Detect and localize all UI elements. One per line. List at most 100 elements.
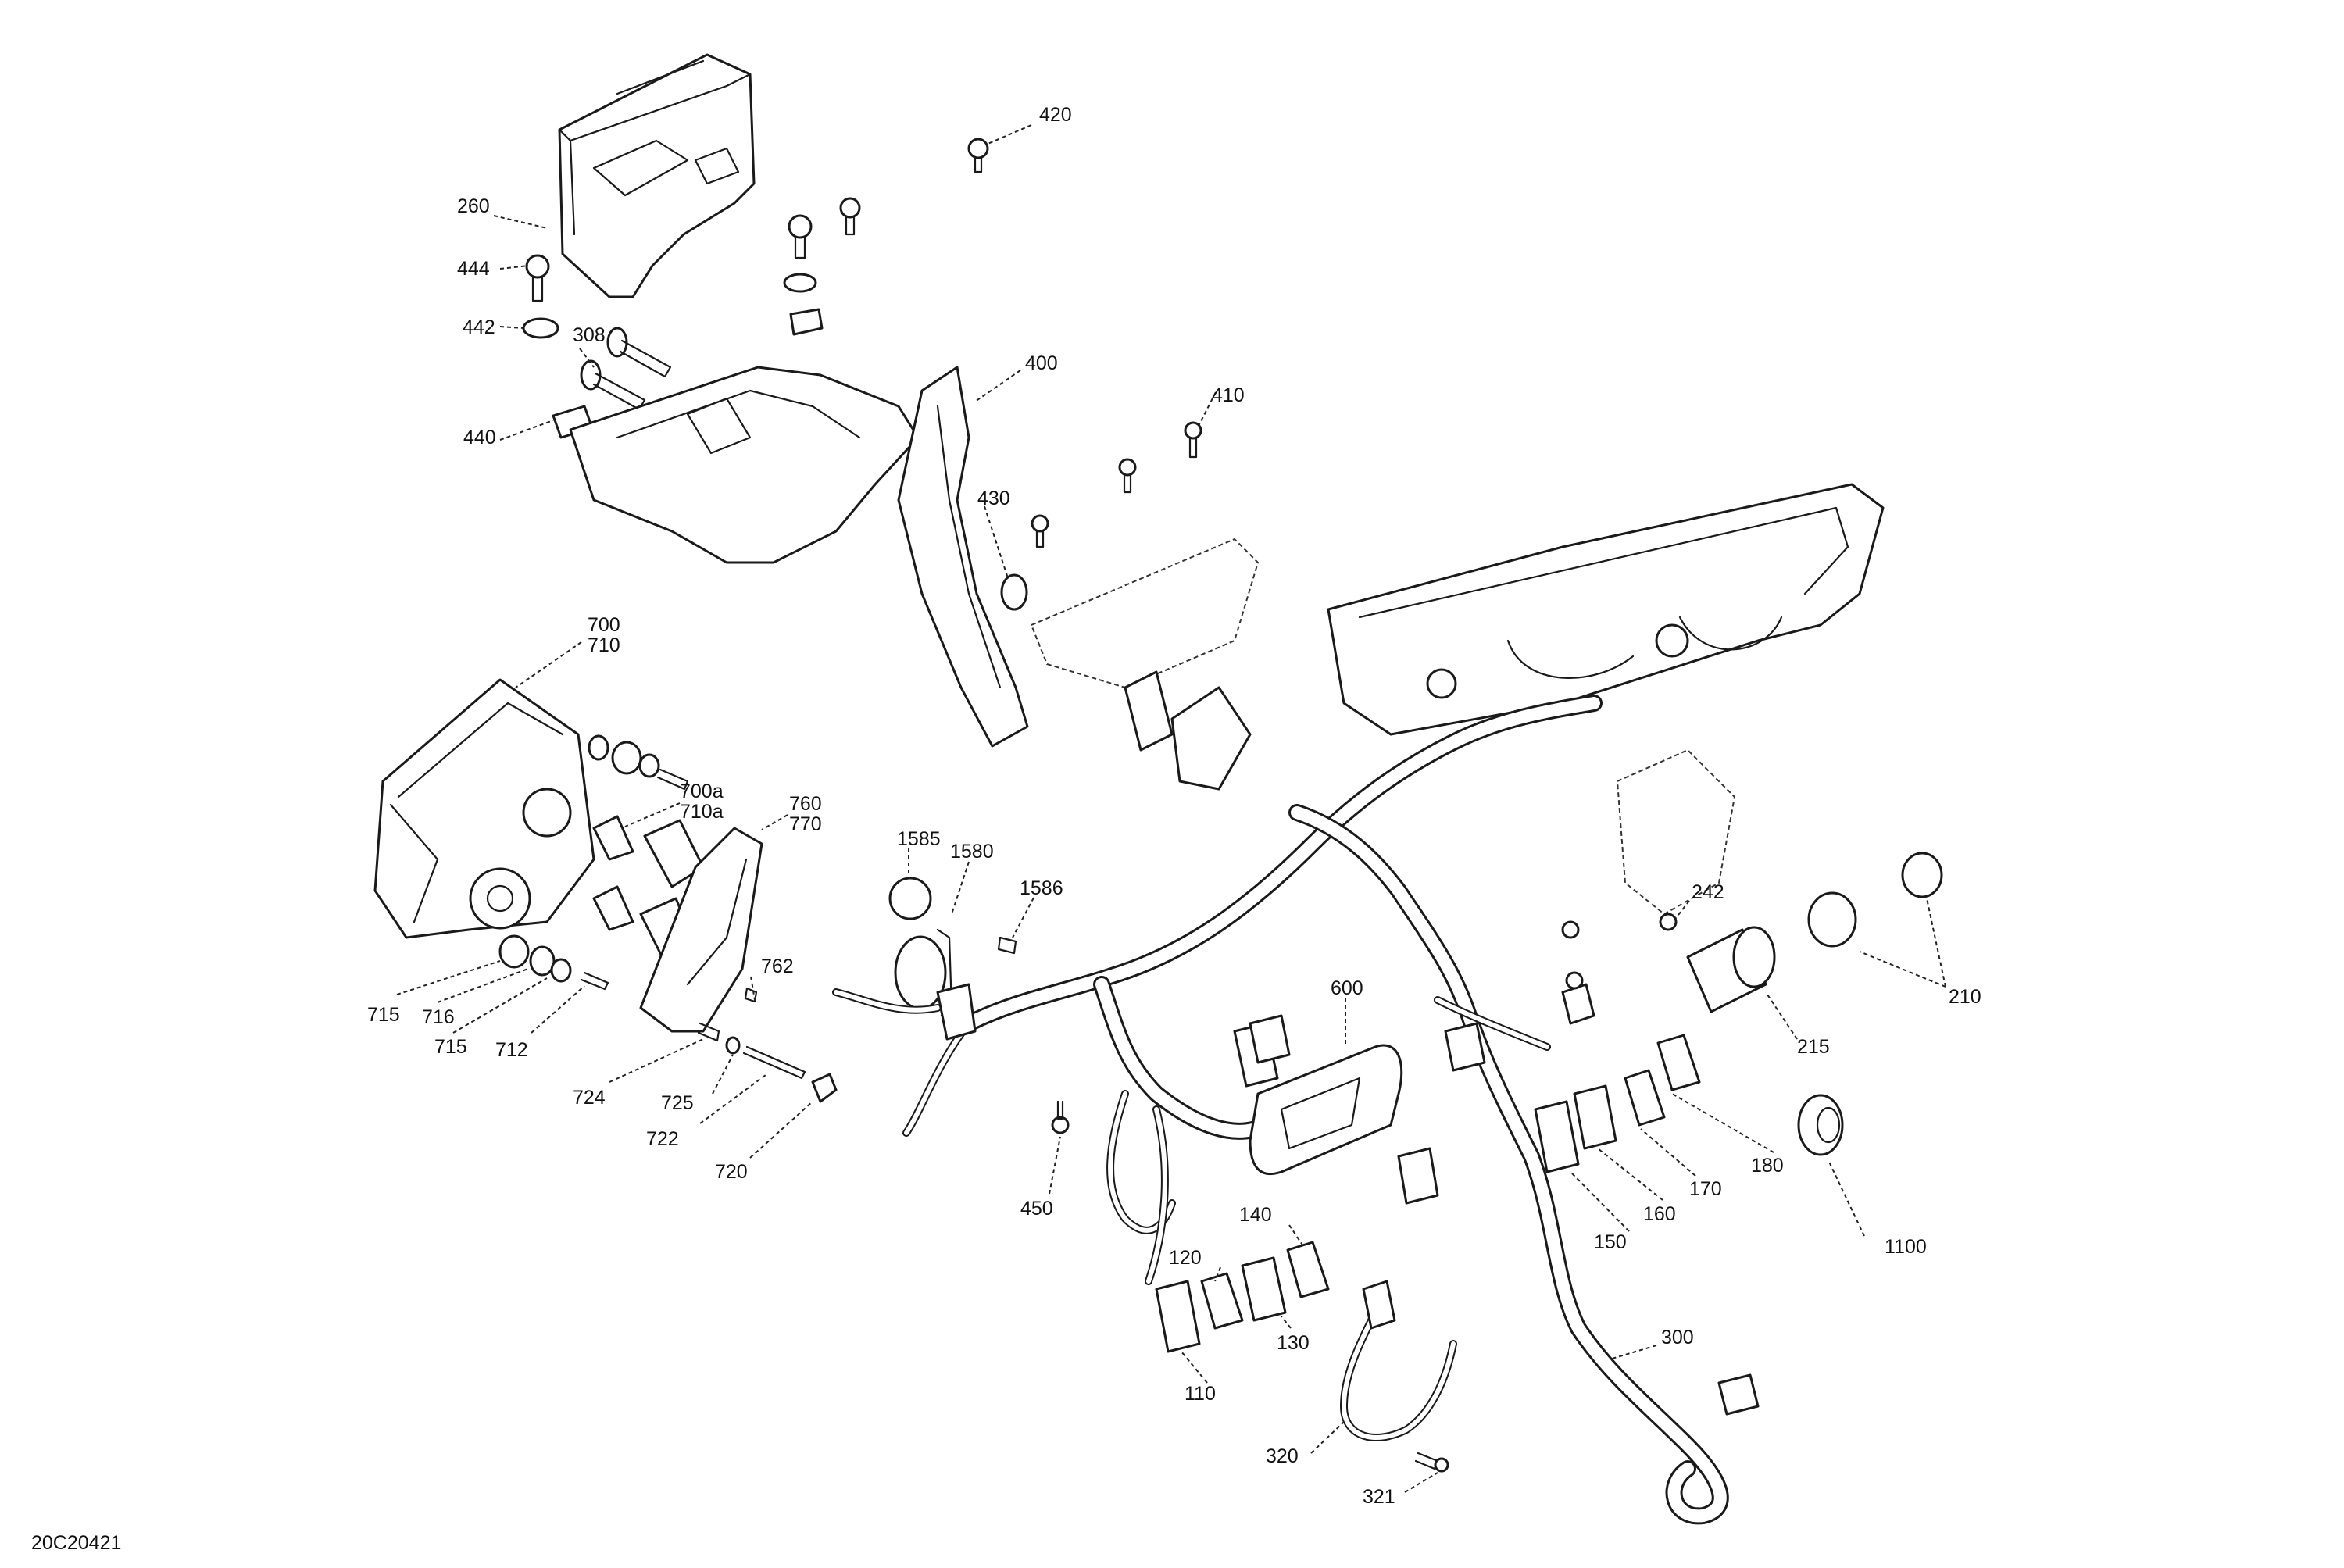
callout-400[interactable]: 400 bbox=[1025, 352, 1058, 374]
callout-170[interactable]: 170 bbox=[1689, 1178, 1722, 1200]
callout-722[interactable]: 722 bbox=[646, 1128, 679, 1150]
callout-1580[interactable]: 1580 bbox=[950, 841, 994, 863]
svg-text:400: 400 bbox=[1025, 352, 1058, 374]
headlight-spacers-part[interactable] bbox=[498, 734, 689, 991]
callout-320[interactable]: 320 bbox=[1266, 1445, 1299, 1467]
callout-160[interactable]: 160 bbox=[1643, 1203, 1676, 1225]
svg-text:215: 215 bbox=[1797, 1036, 1830, 1058]
callout-725[interactable]: 725 bbox=[661, 1092, 694, 1114]
document-reference: 20C20421 bbox=[31, 1532, 121, 1554]
callout-120[interactable]: 120 bbox=[1169, 1247, 1202, 1269]
screw-450-part[interactable] bbox=[1051, 1100, 1070, 1134]
callout-600[interactable]: 600 bbox=[1331, 977, 1363, 999]
callout-300[interactable]: 300 bbox=[1661, 1327, 1694, 1348]
cap-215-part[interactable] bbox=[1686, 926, 1776, 1013]
callout-710[interactable]: 710 bbox=[588, 634, 620, 656]
svg-text:150: 150 bbox=[1594, 1231, 1627, 1253]
callout-130[interactable]: 130 bbox=[1277, 1332, 1310, 1354]
callout-700[interactable]: 700 bbox=[588, 614, 620, 636]
callout-180[interactable]: 180 bbox=[1751, 1155, 1784, 1177]
svg-text:600: 600 bbox=[1331, 977, 1363, 999]
headlight-bracket-760-part[interactable] bbox=[639, 827, 763, 1033]
dash-panel-reference bbox=[1030, 538, 1736, 916]
callout-450[interactable]: 450 bbox=[1020, 1198, 1053, 1220]
svg-text:110: 110 bbox=[1185, 1383, 1216, 1405]
callout-715-lower[interactable]: 715 bbox=[434, 1036, 467, 1058]
headlight-700-part[interactable] bbox=[373, 678, 595, 939]
switch-110-part[interactable] bbox=[1155, 1280, 1201, 1353]
callout-720[interactable]: 720 bbox=[715, 1161, 748, 1183]
screw-upper-part[interactable] bbox=[783, 197, 861, 336]
callout-710a[interactable]: 710a bbox=[680, 801, 724, 823]
callout-420[interactable]: 420 bbox=[1039, 104, 1072, 126]
svg-text:444: 444 bbox=[457, 258, 490, 280]
callout-242[interactable]: 242 bbox=[1692, 881, 1724, 903]
callout-215[interactable]: 215 bbox=[1797, 1036, 1830, 1058]
switch-cap-170-part[interactable] bbox=[1624, 1069, 1666, 1127]
callout-308[interactable]: 308 bbox=[573, 324, 606, 346]
callout-700a[interactable]: 700a bbox=[680, 780, 724, 802]
callout-716[interactable]: 716 bbox=[422, 1006, 455, 1028]
svg-text:180: 180 bbox=[1751, 1155, 1784, 1177]
socket-1100-part[interactable] bbox=[1797, 1094, 1844, 1156]
svg-text:440: 440 bbox=[463, 427, 496, 448]
svg-text:725: 725 bbox=[661, 1092, 694, 1114]
svg-text:1580: 1580 bbox=[950, 841, 994, 863]
svg-text:260: 260 bbox=[457, 195, 490, 217]
callout-712[interactable]: 712 bbox=[495, 1039, 528, 1061]
svg-text:120: 120 bbox=[1169, 1247, 1202, 1269]
callout-321[interactable]: 321 bbox=[1363, 1486, 1395, 1508]
callout-762[interactable]: 762 bbox=[761, 955, 794, 977]
main-wiring-harness-part[interactable] bbox=[832, 670, 1760, 1525]
dashboard-cover-part[interactable] bbox=[558, 53, 756, 298]
svg-text:760: 760 bbox=[789, 793, 822, 815]
display-cluster-600-part[interactable] bbox=[1249, 1044, 1403, 1176]
callout-760[interactable]: 760 bbox=[789, 793, 822, 815]
callout-444[interactable]: 444 bbox=[457, 258, 490, 280]
svg-text:710a: 710a bbox=[680, 801, 724, 823]
washer-442-part[interactable] bbox=[522, 317, 559, 339]
adjuster-screw-parts[interactable] bbox=[697, 987, 838, 1103]
switch-cap-180-part[interactable] bbox=[1656, 1034, 1701, 1091]
switch-130-part[interactable] bbox=[1241, 1256, 1287, 1322]
svg-text:308: 308 bbox=[573, 324, 606, 346]
callout-150[interactable]: 150 bbox=[1594, 1231, 1627, 1253]
support-bracket-400-part[interactable] bbox=[569, 366, 1029, 748]
svg-text:420: 420 bbox=[1039, 104, 1072, 126]
callout-724[interactable]: 724 bbox=[573, 1087, 606, 1109]
screw-420-part[interactable] bbox=[967, 138, 989, 173]
svg-text:720: 720 bbox=[715, 1161, 748, 1183]
svg-text:770: 770 bbox=[789, 813, 822, 835]
svg-text:715: 715 bbox=[434, 1036, 467, 1058]
svg-text:712: 712 bbox=[495, 1039, 528, 1061]
switch-160-part[interactable] bbox=[1573, 1084, 1617, 1150]
svg-text:700a: 700a bbox=[680, 780, 724, 802]
ignition-210-part[interactable] bbox=[1807, 852, 1943, 948]
grommet-430-part[interactable] bbox=[1000, 573, 1028, 611]
callout-210[interactable]: 210 bbox=[1949, 986, 1981, 1008]
callout-440[interactable]: 440 bbox=[463, 427, 496, 448]
callout-1586[interactable]: 1586 bbox=[1020, 877, 1063, 899]
callout-442[interactable]: 442 bbox=[463, 316, 495, 338]
screw-444-part[interactable] bbox=[525, 254, 550, 302]
callout-1585[interactable]: 1585 bbox=[897, 828, 941, 850]
callout-110[interactable]: 110 bbox=[1185, 1383, 1216, 1405]
callout-140[interactable]: 140 bbox=[1239, 1204, 1272, 1226]
callout-1100[interactable]: 1100 bbox=[1885, 1236, 1927, 1258]
svg-text:700: 700 bbox=[588, 614, 620, 636]
switch-cap-140-part[interactable] bbox=[1286, 1241, 1330, 1298]
callout-715-upper[interactable]: 715 bbox=[367, 1004, 400, 1026]
ground-cable-320-part[interactable] bbox=[1339, 1280, 1457, 1441]
screw-321-part[interactable] bbox=[1414, 1452, 1449, 1473]
switch-150-part[interactable] bbox=[1534, 1100, 1580, 1173]
horn-1580-part[interactable] bbox=[888, 877, 1017, 1017]
callout-770[interactable]: 770 bbox=[789, 813, 822, 835]
screw-242-part[interactable] bbox=[1561, 913, 1678, 990]
callout-260[interactable]: 260 bbox=[457, 195, 490, 217]
callout-410[interactable]: 410 bbox=[1212, 384, 1245, 406]
screw-410-part[interactable] bbox=[1031, 421, 1202, 548]
callout-430[interactable]: 430 bbox=[977, 488, 1010, 509]
switch-cap-120-part[interactable] bbox=[1200, 1272, 1244, 1330]
headlight-frame-part[interactable] bbox=[1327, 483, 1885, 736]
